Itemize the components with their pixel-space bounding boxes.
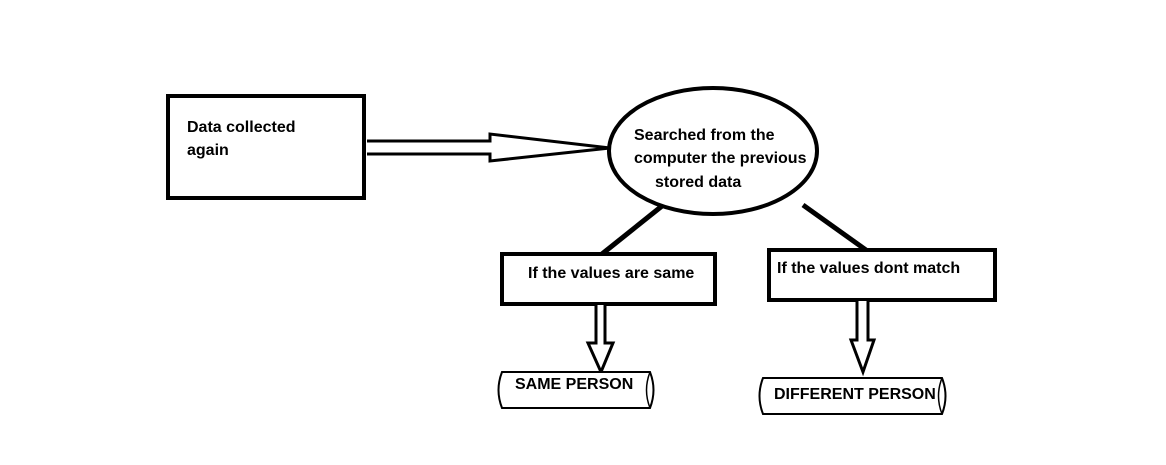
search-line1: Searched from the [634, 127, 775, 144]
values-same-box [500, 252, 717, 306]
same-person-terminal-edge [645, 371, 651, 409]
same-person-label: SAME PERSON [515, 376, 634, 393]
connector-right [801, 202, 868, 253]
connector-left [600, 204, 664, 256]
values-dont-match-box [767, 248, 997, 302]
data-collected-line2: again [187, 142, 229, 159]
search-line3: stored data [655, 174, 742, 191]
arrow-to-search [367, 132, 611, 163]
search-ellipse [607, 86, 819, 216]
different-person-terminal-edge [937, 377, 943, 415]
values-same-label: If the values are same [528, 265, 695, 282]
different-person-label: DIFFERENT PERSON [774, 386, 936, 403]
arrow-to-different-person [848, 301, 877, 377]
search-line2: computer the previous [634, 150, 807, 167]
values-dont-match-label: If the values dont match [777, 260, 961, 277]
arrow-to-same-person [585, 305, 616, 376]
data-collected-line1: Data collected [187, 119, 296, 136]
data-collected-box [166, 94, 366, 200]
